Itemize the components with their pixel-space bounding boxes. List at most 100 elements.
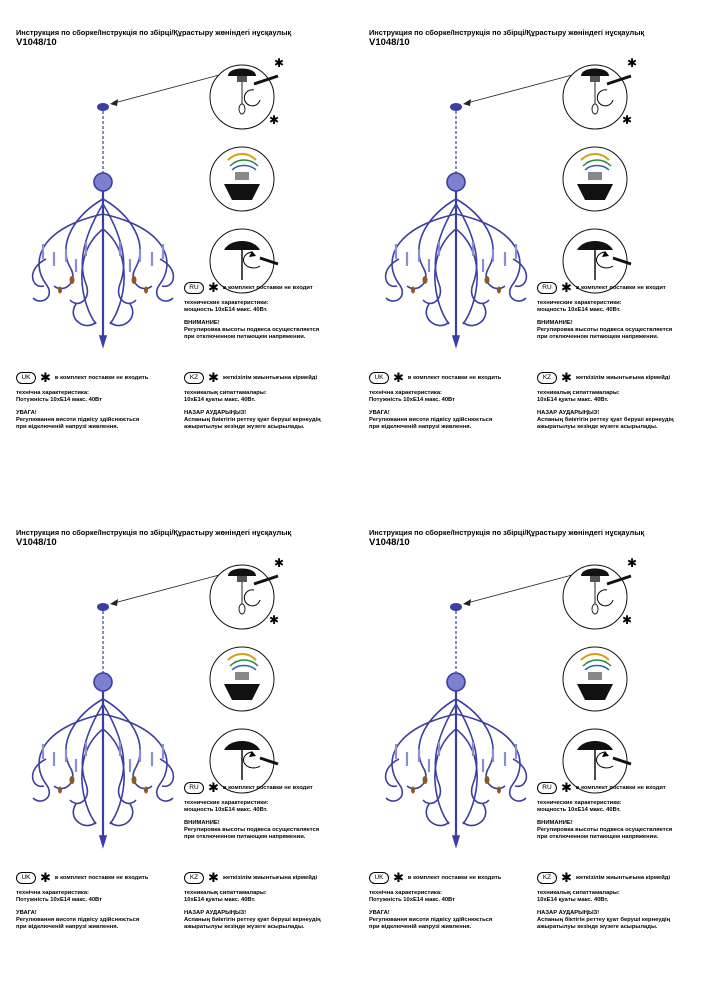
model-number: V1048/10 [16, 37, 57, 48]
wiring-step-icon [209, 646, 275, 712]
star-icon: ✱ [561, 870, 572, 885]
kz-spec-title: техникалық сипаттамалары: [537, 890, 620, 896]
star-marker: ✱ [269, 113, 279, 127]
uk-spec-title: технічна характеристика: [369, 390, 442, 396]
ru-warning-line: при отключенном питающем напряжении. [184, 334, 306, 340]
ceiling-hook-step-icon: ✱ ✱ [562, 556, 637, 630]
star-icon: ✱ [208, 870, 219, 885]
kz-spec-title: техникалық сипаттамалары: [184, 390, 267, 396]
uk-language-badge: UK [369, 372, 389, 384]
model-number: V1048/10 [369, 37, 410, 48]
star-icon: ✱ [40, 370, 51, 385]
uk-warning-line: при відключеній напрузі живлення. [369, 424, 472, 430]
kz-not-included: жеткізілім жиынтығына кірмейді [222, 374, 318, 381]
ru-spec-value: мощность 10xE14 макс. 40Вт. [537, 807, 621, 813]
kz-section: KZ ✱ жеткізілім жиынтығына кірмейді техн… [184, 371, 354, 431]
ru-warning-line: при отключенном питающем напряжении. [537, 334, 659, 340]
uk-section: UK ✱ в комплект поставки не входить техн… [16, 371, 176, 431]
uk-section: UK ✱ в комплект поставки не входить техн… [369, 371, 529, 431]
star-marker: ✱ [269, 613, 279, 627]
instruction-panel: Инструкция по сборке/Інструкція по збірц… [16, 528, 356, 998]
uk-not-included: в комплект поставки не входить [54, 374, 149, 381]
pointer-arrow-icon [463, 573, 577, 606]
kz-warning-title: НАЗАР АУДАРЫҢЫЗ! [184, 910, 247, 916]
wiring-step-icon [562, 646, 628, 712]
uk-spec-value: Потужність 10хЕ14 макс. 40Вт [16, 897, 102, 903]
chandelier-illustration [31, 103, 175, 349]
kz-section: KZ ✱ жеткізілім жиынтығына кірмейді техн… [184, 871, 354, 931]
uk-not-included: в комплект поставки не входить [407, 874, 502, 881]
kz-warning-line: ажыратылуы кезінде жүзеге асырылады. [184, 924, 305, 930]
kz-spec-value: 10хЕ14 қуаты макс. 40Вт. [184, 397, 256, 403]
star-icon: ✱ [208, 780, 219, 795]
ru-not-included: в комплект поставки не входит [222, 284, 313, 291]
uk-warning-line: Регулювання висоти підвісу здійснюється [16, 417, 140, 423]
ceiling-hook-step-icon: ✱ ✱ [209, 56, 284, 130]
kz-section: KZ ✱ жеткізілім жиынтығына кірмейді техн… [537, 871, 707, 931]
uk-warning-title: УВАГА! [16, 410, 37, 416]
ru-spec-title: технические характеристики: [184, 800, 269, 806]
uk-language-badge: UK [16, 372, 36, 384]
uk-spec-title: технічна характеристика: [16, 890, 89, 896]
canopy-twist-step-icon [562, 228, 632, 294]
model-number: V1048/10 [16, 537, 57, 548]
instruction-panel: Инструкция по сборке/Інструкція по збірц… [369, 28, 707, 498]
uk-language-badge: UK [369, 872, 389, 884]
uk-warning-line: при відключеній напрузі живлення. [16, 924, 119, 930]
star-icon: ✱ [393, 370, 404, 385]
star-icon: ✱ [561, 780, 572, 795]
kz-language-badge: KZ [184, 372, 204, 384]
uk-spec-value: Потужність 10хЕ14 макс. 40Вт [369, 897, 455, 903]
star-marker: ✱ [622, 613, 632, 627]
uk-warning-line: Регулювання висоти підвісу здійснюється [369, 917, 493, 923]
uk-section: UK ✱ в комплект поставки не входить техн… [369, 871, 529, 931]
assembly-illustration: ✱ ✱ [384, 556, 637, 849]
star-marker: ✱ [274, 556, 284, 570]
uk-not-included: в комплект поставки не входить [407, 374, 502, 381]
star-marker: ✱ [274, 56, 284, 70]
uk-not-included: в комплект поставки не входить [54, 874, 149, 881]
ru-section: RU ✱ в комплект поставки не входит техни… [537, 281, 707, 341]
star-marker: ✱ [622, 113, 632, 127]
kz-language-badge: KZ [537, 872, 557, 884]
ru-spec-value: мощность 10xE14 макс. 40Вт. [184, 307, 268, 313]
chandelier-illustration [384, 103, 528, 349]
uk-warning-line: Регулювання висоти підвісу здійснюється [369, 417, 493, 423]
kz-spec-title: техникалық сипаттамалары: [184, 890, 267, 896]
kz-warning-line: ажыратылуы кезінде жүзеге асырылады. [537, 924, 658, 930]
kz-not-included: жеткізілім жиынтығына кірмейді [575, 874, 671, 881]
ru-warning-line: Регулировка высоты подвеса осуществляетс… [184, 827, 320, 833]
canopy-twist-step-icon [209, 728, 279, 794]
kz-section: KZ ✱ жеткізілім жиынтығына кірмейді техн… [537, 371, 707, 431]
instruction-title: Инструкция по сборке/Інструкція по збірц… [369, 28, 645, 37]
ru-warning-line: Регулировка высоты подвеса осуществляетс… [537, 327, 673, 333]
ru-warning-line: при отключенном питающем напряжении. [184, 834, 306, 840]
instruction-title: Инструкция по сборке/Інструкція по збірц… [369, 528, 645, 537]
star-icon: ✱ [208, 370, 219, 385]
assembly-illustration: ✱ ✱ [31, 56, 284, 349]
pointer-arrow-icon [110, 73, 224, 106]
ru-section: RU ✱ в комплект поставки не входит техни… [537, 781, 707, 841]
star-icon: ✱ [40, 870, 51, 885]
kz-language-badge: KZ [184, 872, 204, 884]
uk-warning-title: УВАГА! [369, 410, 390, 416]
kz-warning-title: НАЗАР АУДАРЫҢЫЗ! [537, 410, 600, 416]
kz-language-badge: KZ [537, 372, 557, 384]
ru-warning-line: Регулировка высоты подвеса осуществляетс… [184, 327, 320, 333]
kz-warning-line: Аспаның биіктігін реттеу қуат беруші кер… [184, 417, 321, 423]
ru-warning-title: ВНИМАНИЕ! [537, 820, 573, 826]
kz-warning-title: НАЗАР АУДАРЫҢЫЗ! [184, 410, 247, 416]
instruction-title: Инструкция по сборке/Інструкція по збірц… [16, 28, 292, 37]
assembly-illustration: ✱ ✱ [384, 56, 637, 349]
instruction-panel: Инструкция по сборке/Інструкція по збірц… [16, 28, 356, 498]
ru-language-badge: RU [184, 782, 204, 794]
ru-spec-value: мощность 10xE14 макс. 40Вт. [184, 807, 268, 813]
ru-language-badge: RU [537, 782, 557, 794]
uk-warning-line: при відключеній напрузі живлення. [16, 424, 119, 430]
kz-warning-title: НАЗАР АУДАРЫҢЫЗ! [537, 910, 600, 916]
ru-spec-title: технические характеристики: [184, 300, 269, 306]
wiring-step-icon [562, 146, 628, 212]
uk-warning-title: УВАГА! [369, 910, 390, 916]
kz-spec-value: 10хЕ14 қуаты макс. 40Вт. [537, 397, 609, 403]
